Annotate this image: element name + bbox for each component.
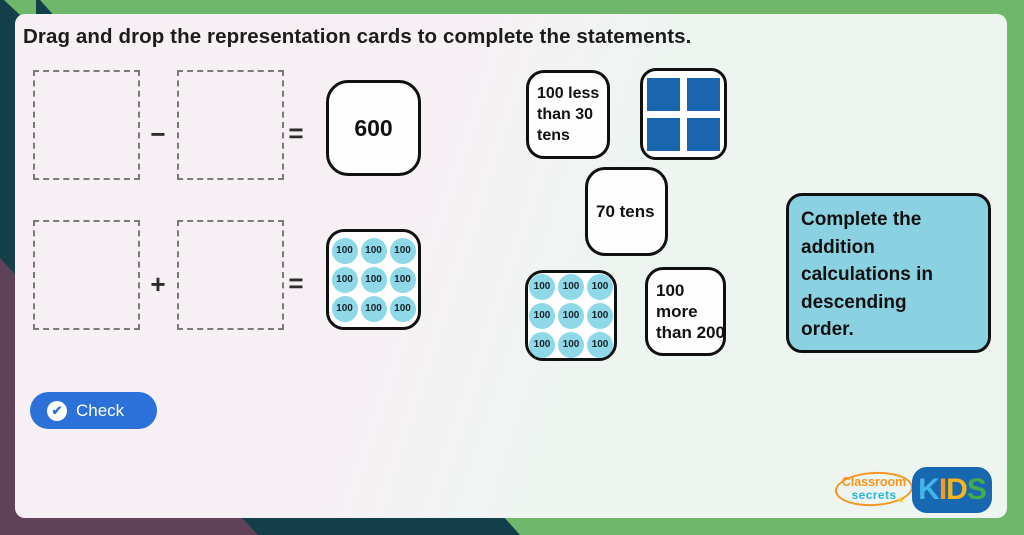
hint-text-line: order. (801, 319, 854, 340)
hundred-counter: 100 (529, 273, 555, 300)
hundred-counter: 100 (331, 266, 358, 293)
result-card-600: 600 (326, 80, 421, 176)
hundred-counter: 100 (587, 302, 613, 329)
classroom-secrets-logo: Classroom secrets ★ (834, 469, 914, 509)
hundred-counter: 100 (587, 331, 613, 358)
hundred-counter: 100 (558, 273, 584, 300)
check-button-label: Check (76, 400, 125, 420)
hundred-counter: 100 (558, 331, 584, 358)
card-text-line: 100 (656, 281, 685, 300)
kids-logo: K I D S (912, 467, 992, 513)
drag-card-nine-hundreds-counters[interactable]: 100 100 100 100 100 100 100 100 100 (525, 270, 617, 361)
drag-card-four-hundreds-squares[interactable] (640, 68, 727, 160)
drag-card-100-more-than-200[interactable]: 100 more than 200 (645, 267, 726, 356)
card-text-line: than 30 (537, 106, 594, 123)
kids-letter: S (966, 473, 987, 506)
card-text-line: tens (537, 127, 570, 144)
dropzone-eq2-addend1[interactable] (33, 220, 140, 330)
hint-text-line: addition (801, 236, 875, 258)
equals-sign-eq1: = (288, 118, 304, 148)
check-circle-icon: ✔ (47, 400, 67, 421)
hundred-counter: 100 (529, 302, 555, 329)
drag-card-70-tens[interactable]: 70 tens (585, 167, 668, 256)
card-text-line: than 200 (656, 323, 725, 342)
hint-text-line: calculations in (801, 264, 933, 285)
hundred-counter: 100 (389, 295, 416, 322)
card-text-line: more (656, 302, 698, 321)
activity-board: Drag and drop the representation cards t… (15, 14, 1007, 518)
star-icon: ★ (896, 495, 905, 505)
equals-sign-eq2: = (288, 268, 304, 298)
brand-text-classroom: Classroom (841, 475, 907, 489)
hundred-counter: 100 (389, 237, 416, 264)
result-card-nine-hundreds-counters: 100 100 100 100 100 100 100 100 100 (326, 229, 421, 330)
dropzone-eq2-addend2[interactable] (177, 220, 284, 330)
hundred-square (687, 117, 720, 151)
hint-card: Complete the addition calculations in de… (786, 193, 991, 353)
brand-text-secrets: secrets (851, 488, 897, 502)
hint-text-line: Complete the (801, 209, 922, 230)
kids-letter: K (918, 473, 940, 506)
hundred-counter: 100 (360, 295, 387, 322)
dropzone-eq1-subtrahend[interactable] (177, 70, 284, 180)
card-text-line: 100 less (537, 85, 600, 102)
hundred-counter: 100 (331, 237, 358, 264)
hundred-counter: 100 (360, 237, 387, 264)
plus-operator: + (150, 269, 166, 299)
hundred-square (647, 77, 680, 111)
hint-text-line: descending (801, 291, 907, 313)
kids-letter: I (938, 473, 947, 506)
hundred-counter: 100 (587, 273, 613, 300)
dropzone-eq1-minuend[interactable] (33, 70, 140, 180)
check-button[interactable]: ✔ Check (30, 392, 157, 429)
hundred-counter: 100 (558, 302, 584, 329)
activity-instruction: Drag and drop the representation cards t… (23, 25, 692, 48)
hundred-counter: 100 (331, 295, 358, 322)
hundred-square (687, 77, 720, 111)
hundred-square (647, 117, 680, 151)
hundred-counter: 100 (389, 266, 416, 293)
drag-card-100-less-than-30-tens[interactable]: 100 less than 30 tens (526, 70, 610, 159)
hundred-counter: 100 (529, 331, 555, 358)
hundred-counter: 100 (360, 266, 387, 293)
card-text-line: 70 tens (596, 202, 655, 221)
kids-letter: D (946, 473, 968, 506)
minus-operator: − (150, 119, 166, 149)
